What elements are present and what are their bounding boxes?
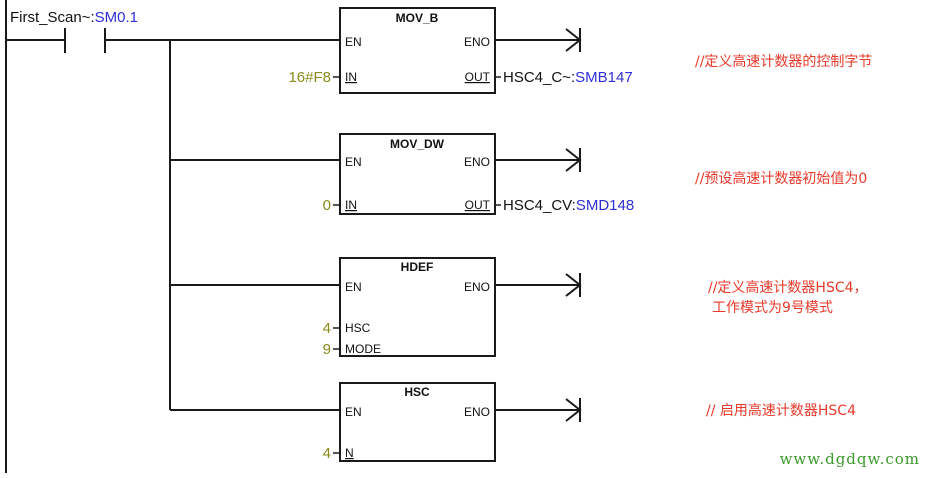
out-pin: OUT [465,198,491,212]
block-hsc[interactable]: HSC EN ENO N [339,382,496,462]
en-pin: EN [345,405,362,419]
block-title: HSC [404,385,430,399]
block-title: MOV_DW [390,137,445,151]
comment-3-line-2: 工作模式为9号模式 [712,300,833,316]
block-box [339,7,496,94]
watermark: www.dgdqw.com [780,450,920,468]
block-title: MOV_B [396,11,439,25]
mode-value[interactable]: 9 [323,341,331,358]
output-operand[interactable]: HSC4_C~:SMB147 [503,69,633,86]
block-box [339,382,496,462]
hsc-pin: HSC [345,321,371,335]
eno-pin: ENO [464,35,490,49]
en-pin: EN [345,155,362,169]
input-value[interactable]: 16#F8 [288,69,331,86]
out-pin: OUT [465,70,491,84]
block-mov-b[interactable]: MOV_B EN ENO IN OUT [339,7,496,94]
en-pin: EN [345,280,362,294]
comment-4: // 启用高速计数器HSC4 [706,402,856,419]
block-title: HDEF [401,260,434,274]
eno-pin: ENO [464,155,490,169]
eno-pin: ENO [464,280,490,294]
input-value[interactable]: 4 [323,445,331,462]
mode-pin: MODE [345,342,381,356]
eno-pin: ENO [464,405,490,419]
n-pin: N [345,446,354,460]
hsc-value[interactable]: 4 [323,320,331,337]
in-pin: IN [345,198,357,212]
normally-open-contact[interactable] [6,28,106,53]
input-value[interactable]: 0 [323,197,331,214]
in-pin: IN [345,70,357,84]
block-hdef[interactable]: HDEF EN ENO HSC MODE [339,257,496,357]
comment-1: //定义高速计数器的控制字节 [695,53,872,70]
comment-3-line-1: //定义高速计数器HSC4， [708,279,868,296]
output-operand[interactable]: HSC4_CV:SMD148 [503,197,634,214]
block-box [339,133,496,215]
comment-2: //预设高速计数器初始值为0 [695,170,867,187]
en-pin: EN [345,35,362,49]
block-mov-dw[interactable]: MOV_DW EN ENO IN OUT [339,133,496,215]
block-box [339,257,496,357]
contact-label: First_Scan~:SM0.1 [10,9,138,26]
